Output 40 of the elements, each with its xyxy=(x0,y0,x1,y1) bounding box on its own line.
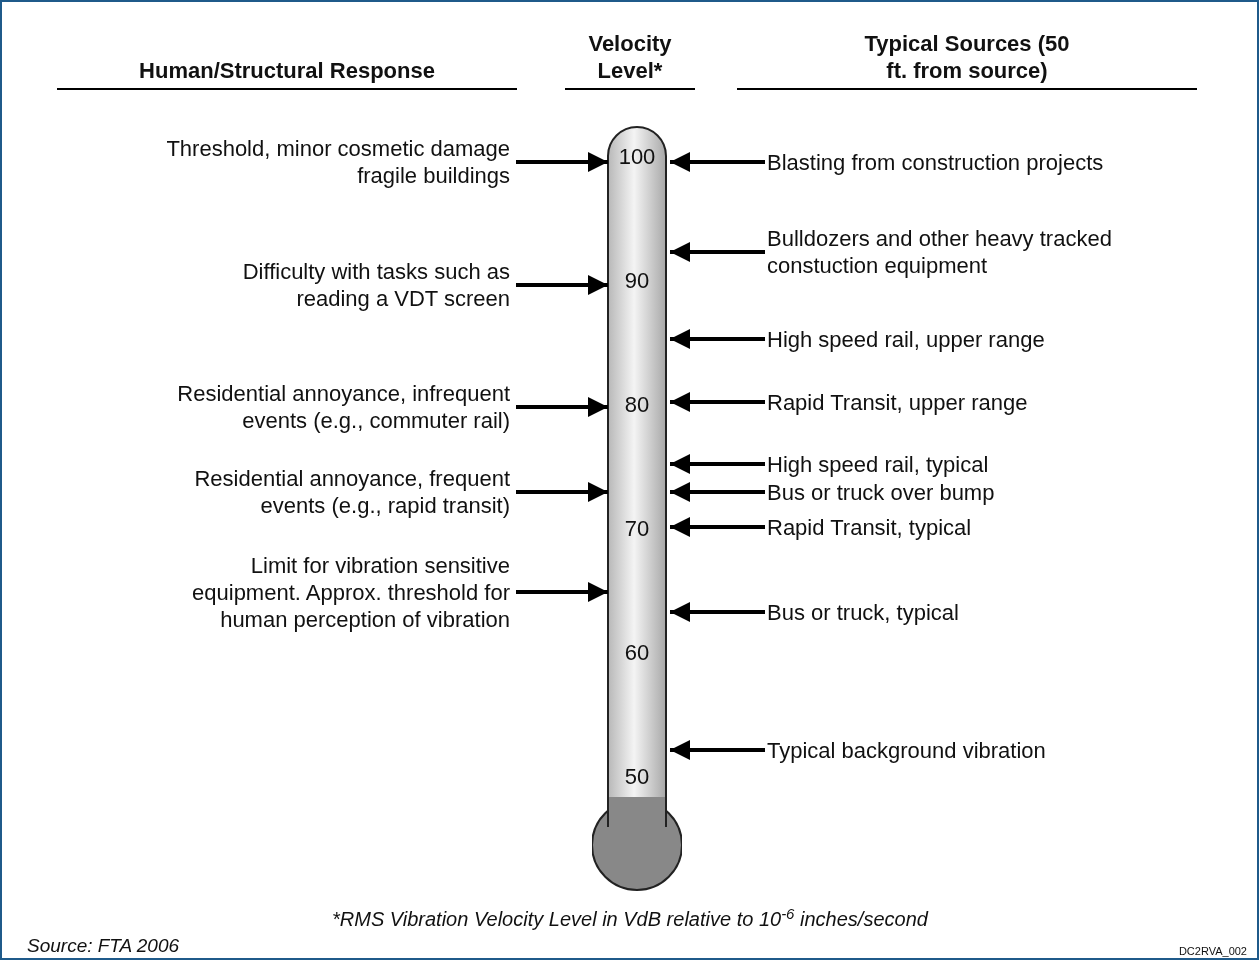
response-text: Rapid Transit, upper range xyxy=(767,388,1167,416)
arrow xyxy=(670,152,765,172)
response-text: High speed rail, typical xyxy=(767,450,1167,478)
scale-value: 100 xyxy=(617,144,657,170)
arrow xyxy=(516,152,608,172)
response-text: Typical background vibration xyxy=(767,736,1167,764)
scale-value: 70 xyxy=(623,516,651,542)
response-text: Difficulty with tasks such as reading a VDT screen xyxy=(220,258,510,312)
arrow xyxy=(670,392,765,412)
arrow xyxy=(516,582,608,602)
response-text: Rapid Transit, typical xyxy=(767,513,1167,541)
scale-value: 60 xyxy=(623,640,651,666)
response-text: High speed rail, upper range xyxy=(767,325,1167,353)
source-note: Source: FTA 2006 xyxy=(27,934,180,958)
response-text: Bulldozers and other heavy tracked constuction equipment xyxy=(767,225,1167,279)
arrow xyxy=(670,602,765,622)
response-text: Limit for vibration sensitive equipment. Approx. threshold for human perception of vibration xyxy=(165,551,510,633)
arrow xyxy=(670,517,765,537)
scale-value: 80 xyxy=(623,392,651,418)
arrow xyxy=(670,329,765,349)
response-text: Bus or truck, typical xyxy=(767,598,1167,626)
arrow xyxy=(516,482,608,502)
response-text: Bus or truck over bump xyxy=(767,478,1167,506)
scale-value: 90 xyxy=(623,268,651,294)
response-text: Threshold, minor cosmetic damage fragile buildings xyxy=(160,135,510,189)
response-text: Residential annoyance, infrequent events (e.g., commuter rail) xyxy=(170,380,510,434)
column-heading: Human/Structural Response xyxy=(139,57,435,84)
figure-id: DC2RVA_002 xyxy=(1178,944,1247,958)
response-text: Residential annoyance, frequent events (e.g., rapid transit) xyxy=(180,465,510,519)
arrow xyxy=(670,482,765,502)
arrow xyxy=(516,275,608,295)
arrow xyxy=(516,397,608,417)
scale-value: 50 xyxy=(623,764,651,790)
arrow xyxy=(670,740,765,760)
response-text: Blasting from construction projects xyxy=(767,148,1167,176)
arrow xyxy=(670,242,765,262)
footnote: *RMS Vibration Velocity Level in VdB relative to 10$^{-6}$ inches/second xyxy=(332,907,928,931)
column-heading: Velocity Level* xyxy=(587,30,673,84)
arrow xyxy=(670,454,765,474)
column-heading: Typical Sources (50 ft. from source) xyxy=(863,30,1071,84)
